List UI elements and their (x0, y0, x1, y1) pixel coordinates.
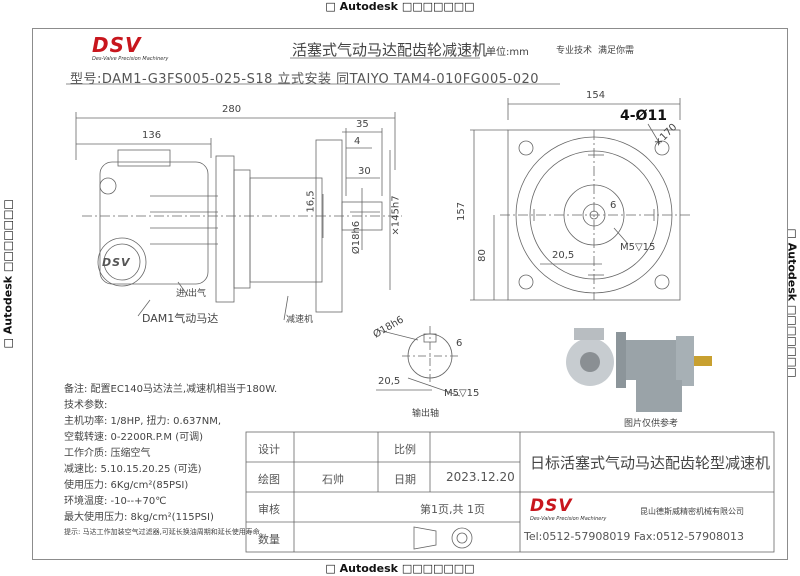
dim-280: 280 (222, 104, 242, 115)
product-photo (566, 328, 712, 412)
drawing-title: 活塞式气动马达配齿轮减速机 (292, 41, 488, 59)
dim-m5-front: M5▽15 (620, 242, 656, 253)
meet-label: 满足你需 (598, 46, 635, 56)
tb-review: 审核 (258, 503, 280, 516)
dim-157: 157 (456, 201, 468, 222)
tb-title: 日标活塞式气动马达配齿轮型减速机 (530, 454, 771, 472)
unit-label: 单位:mm (486, 47, 529, 58)
tb-design: 设计 (258, 443, 280, 456)
logo-titleblock: DSV (530, 496, 573, 516)
motor-label: DAM1气动马达 (142, 312, 219, 325)
watermark-bottom: □ Autodesk □□□□□□□ (325, 562, 475, 575)
logo-sub-titleblock: Des-Valve Precision Machinery (530, 516, 607, 522)
dim-holes: 4-Ø11 (620, 108, 667, 124)
spec-7: 环境温度: -10--+70℃ (64, 496, 167, 507)
dim-145h7: ×145h7 (390, 195, 402, 236)
spec-8: 最大使用压力: 8kg/cm²(115PSI) (64, 512, 214, 523)
model-line: 型号:DAM1-G3FS005-025-S18 立式安装 同TAIYO TAM4… (70, 72, 540, 87)
dim-m5-section: M5▽15 (444, 388, 480, 399)
spec-1: 技术参数: (64, 400, 108, 411)
dim-80: 80 (476, 249, 488, 262)
shaft-label: 输出轴 (412, 409, 440, 419)
tb-date-label: 日期 (394, 473, 416, 486)
dim-18h6: Ø18h6 (351, 220, 363, 255)
tb-tel: Tel:0512-57908019 Fax:0512-57908013 (524, 530, 745, 543)
dim-6-section: 6 (456, 338, 463, 349)
dim-16-5: 16,5 (305, 190, 317, 213)
dim-35: 35 (356, 119, 369, 130)
dim-20-5-section: 20,5 (378, 376, 401, 387)
tb-date: 2023.12.20 (446, 470, 515, 484)
spec-2: 主机功率: 1/8HP, 扭力: 0.637NM, (64, 416, 222, 427)
reducer-label: 减速机 (286, 315, 314, 325)
photo-note: 图片仅供参考 (624, 419, 679, 429)
motor-logo: DSV (102, 256, 131, 269)
spec-9: 提示: 马达工作加装空气过滤器,可延长换油周期和延长使用寿命. (64, 528, 263, 536)
spec-6: 使用压力: 6Kg/cm²(85PSI) (64, 480, 189, 491)
dim-4: 4 (354, 136, 361, 147)
dim-154: 154 (586, 90, 606, 101)
logo-sub-header: Des-Valve Precision Machinery (92, 56, 169, 62)
tech-label: 专业技术 (556, 46, 593, 56)
tb-company: 昆山德斯威精密机械有限公司 (640, 507, 744, 516)
inlet-label: 进/出气 (176, 289, 207, 299)
dim-20-5-front: 20,5 (552, 250, 575, 261)
spec-5: 减速比: 5.10.15.20.25 (可选) (64, 464, 202, 475)
tb-draw: 绘图 (258, 473, 280, 486)
tb-qty: 数量 (258, 533, 280, 546)
dim-136: 136 (142, 130, 162, 141)
tb-page: 第1页,共 1页 (420, 503, 485, 516)
dim-30: 30 (358, 166, 371, 177)
drawing-frame (32, 28, 788, 560)
logo-header: DSV (92, 33, 142, 57)
dim-6-front: 6 (610, 200, 617, 211)
tb-drawer: 石帅 (322, 473, 344, 486)
spec-3: 空载转速: 0-2200R.P.M (可调) (64, 432, 203, 443)
spec-0: 备注: 配置EC140马达法兰,减速机相当于180W. (64, 384, 278, 395)
spec-4: 工作介质: 压缩空气 (64, 448, 151, 459)
watermark-top: □ Autodesk □□□□□□□ (325, 0, 475, 13)
tb-ratio: 比例 (394, 443, 416, 456)
